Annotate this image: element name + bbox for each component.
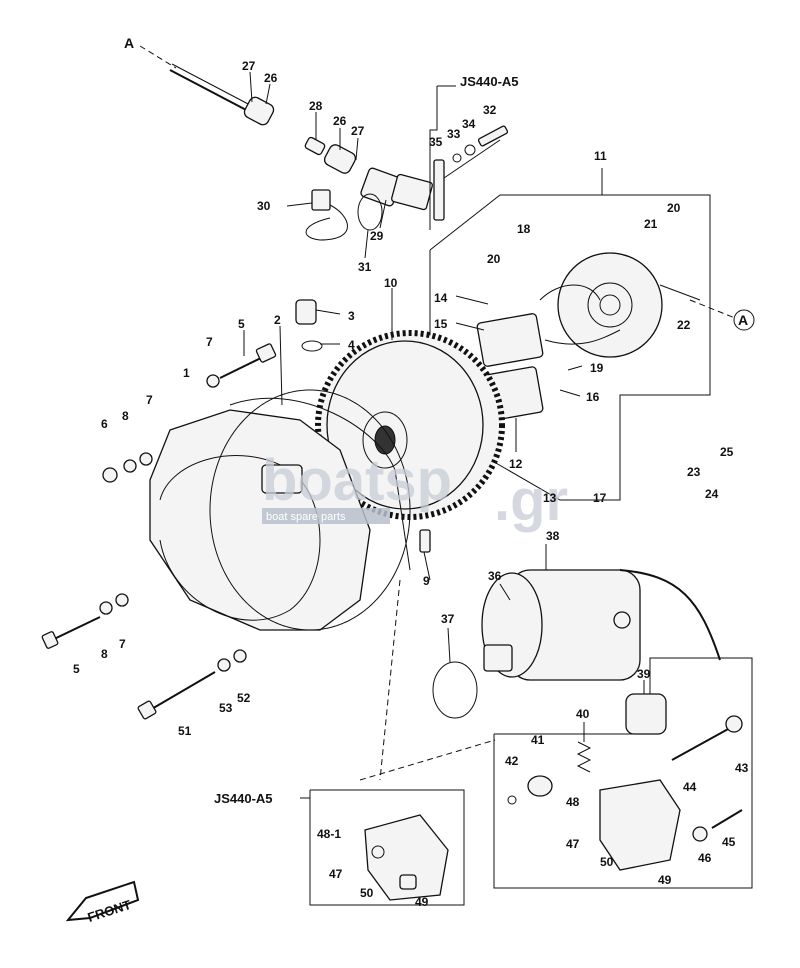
callout-51: 51: [178, 724, 192, 738]
callout-21: 21: [644, 217, 658, 231]
callout-35: 35: [429, 135, 443, 149]
callout-17: 17: [593, 491, 607, 505]
callout-39: 39: [637, 667, 651, 681]
front-arrow: FRONT: [65, 880, 140, 925]
callout-50-b: 50: [360, 886, 374, 900]
callout-25: 25: [720, 445, 734, 459]
callout-32: 32: [483, 103, 497, 117]
flywheel: [315, 330, 505, 520]
callout-27-a: 27: [242, 59, 256, 73]
callout-5-a: 5: [238, 317, 245, 331]
callout-40: 40: [576, 707, 590, 721]
callout-2: 2: [274, 313, 281, 327]
callout-48-1: 48-1: [317, 827, 341, 841]
callout-48: 48: [566, 795, 580, 809]
callout-9: 9: [423, 574, 430, 588]
callout-16: 16: [586, 390, 600, 404]
callout-6: 6: [101, 417, 108, 431]
callout-33: 33: [447, 127, 461, 141]
callout-8-b: 8: [101, 647, 108, 661]
callout-24: 24: [705, 487, 719, 501]
callout-29: 29: [370, 229, 384, 243]
callout-11: 11: [594, 149, 607, 163]
callout-42: 42: [505, 754, 519, 768]
watermark-logo: boatsp .gr boat spare parts: [262, 448, 568, 533]
callout-14: 14: [434, 291, 448, 305]
callout-46: 46: [698, 851, 712, 865]
watermark-tagline: boat spare parts: [266, 511, 346, 523]
callout-22: 22: [677, 318, 691, 332]
ref-a-top: A: [124, 35, 134, 51]
callout-13: 13: [543, 491, 557, 505]
callout-37: 37: [441, 612, 455, 626]
engine-cover: [149, 389, 411, 631]
callout-28: 28: [309, 99, 323, 113]
callout-47-a: 47: [566, 837, 580, 851]
ref-a-right: A: [738, 312, 748, 328]
variant-bottom-part: [364, 814, 449, 901]
callout-45: 45: [722, 835, 736, 849]
callout-44: 44: [683, 780, 697, 794]
callout-49-a: 49: [658, 873, 672, 887]
callout-20-a: 20: [487, 252, 501, 266]
callout-20-b: 20: [667, 201, 681, 215]
variant-label-top: JS440-A5: [460, 74, 519, 89]
callout-18: 18: [517, 222, 531, 236]
callout-41: 41: [531, 733, 545, 747]
callout-10: 10: [384, 276, 398, 290]
callout-26-a: 26: [264, 71, 278, 85]
callout-53: 53: [219, 701, 233, 715]
callout-52: 52: [237, 691, 251, 705]
callout-3: 3: [348, 309, 355, 323]
bolts-left: [41, 299, 431, 720]
callout-34: 34: [462, 117, 476, 131]
watermark-suffix: .gr: [494, 468, 568, 533]
starter-motor: [432, 569, 721, 719]
callout-7-c: 7: [119, 637, 126, 651]
callout-12: 12: [509, 457, 523, 471]
variant-label-bottom: JS440-A5: [214, 791, 273, 806]
shaft-assembly: [169, 63, 433, 241]
callout-49-b: 49: [415, 895, 429, 909]
leader-lines: [243, 71, 645, 742]
watermark-main: boatsp: [262, 448, 452, 513]
callout-36: 36: [488, 569, 502, 583]
callout-labels: 27 26 28 26 27 32 34 33 35 11 30 29 31 1…: [73, 59, 749, 909]
starter-details: [507, 693, 743, 871]
callout-19: 19: [590, 361, 604, 375]
callout-31: 31: [358, 260, 372, 274]
callout-38: 38: [546, 529, 560, 543]
callout-7-b: 7: [146, 393, 153, 407]
callout-23: 23: [687, 465, 701, 479]
callout-27-b: 27: [351, 124, 365, 138]
callout-30: 30: [257, 199, 271, 213]
callout-26-b: 26: [333, 114, 347, 128]
callout-1: 1: [183, 366, 190, 380]
callout-4: 4: [348, 338, 355, 352]
callout-7-a: 7: [206, 335, 213, 349]
callout-50-a: 50: [600, 855, 614, 869]
callout-5-b: 5: [73, 662, 80, 676]
callout-8-a: 8: [122, 409, 129, 423]
callout-15: 15: [434, 317, 448, 331]
callout-43: 43: [735, 761, 749, 775]
callout-47-b: 47: [329, 867, 343, 881]
